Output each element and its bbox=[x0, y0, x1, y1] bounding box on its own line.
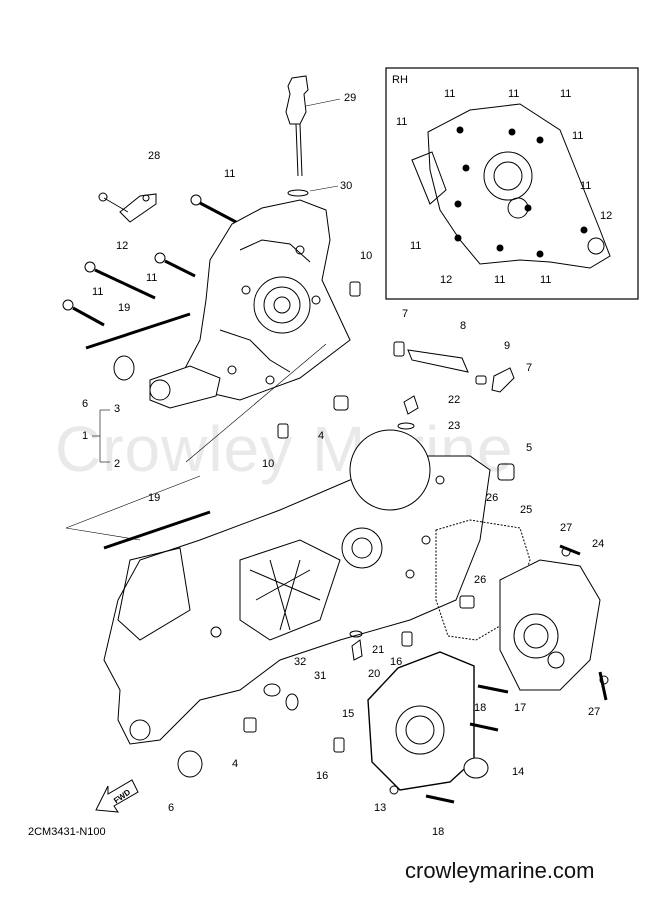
callout-28: 28 bbox=[148, 150, 161, 162]
bracket-part bbox=[98, 192, 157, 223]
callout-31: 31 bbox=[314, 670, 327, 682]
callout-30: 30 bbox=[340, 180, 353, 192]
callout-11: 11 bbox=[494, 274, 506, 286]
callout-4: 4 bbox=[232, 758, 239, 770]
callout-1: 1 bbox=[82, 430, 89, 442]
callout-24: 24 bbox=[592, 538, 605, 550]
cover-part bbox=[349, 630, 509, 804]
callout-7: 7 bbox=[526, 362, 533, 374]
callout-6: 6 bbox=[82, 398, 89, 410]
callout-21: 21 bbox=[372, 644, 385, 656]
callout-11: 11 bbox=[146, 272, 158, 284]
callout-32: 32 bbox=[294, 656, 307, 668]
left-crankcase-upper bbox=[149, 199, 351, 409]
callout-18: 18 bbox=[474, 702, 487, 714]
callout-14: 14 bbox=[512, 766, 525, 778]
callout-13: 13 bbox=[374, 802, 387, 814]
callout-29: 29 bbox=[344, 92, 357, 104]
callout-4: 4 bbox=[318, 430, 325, 442]
callout-5: 5 bbox=[526, 442, 533, 454]
dipstick-part bbox=[285, 75, 341, 197]
diagram-code: 2CM3431-N100 bbox=[28, 826, 106, 838]
callout-12: 12 bbox=[116, 240, 129, 252]
callout-6: 6 bbox=[168, 802, 175, 814]
alignment-lines bbox=[65, 343, 327, 541]
rh-inset-frame bbox=[385, 67, 639, 300]
callout-11: 11 bbox=[396, 116, 408, 128]
small-parts-lower bbox=[103, 463, 515, 778]
callout-11: 11 bbox=[560, 88, 572, 100]
rh-inset-label: RH bbox=[392, 74, 408, 86]
callout-20: 20 bbox=[368, 668, 381, 680]
callout-11: 11 bbox=[580, 180, 592, 192]
callout-26: 26 bbox=[486, 492, 499, 504]
callout-16: 16 bbox=[390, 656, 403, 668]
bolts-upper-left bbox=[62, 194, 237, 350]
rh-crankcase-inset bbox=[411, 103, 611, 269]
main-crankcase bbox=[103, 429, 491, 745]
callout-11: 11 bbox=[224, 168, 236, 180]
callout-7: 7 bbox=[402, 308, 409, 320]
callout-11: 11 bbox=[540, 274, 552, 286]
callout-23: 23 bbox=[448, 420, 461, 432]
callout-26: 26 bbox=[474, 574, 487, 586]
callout-11: 11 bbox=[92, 286, 104, 298]
callout-15: 15 bbox=[342, 708, 355, 720]
callout-11: 11 bbox=[572, 130, 584, 142]
callout-22: 22 bbox=[448, 394, 461, 406]
callout-17: 17 bbox=[514, 702, 527, 714]
callout-25: 25 bbox=[520, 504, 533, 516]
callout-12: 12 bbox=[600, 210, 613, 222]
callout-9: 9 bbox=[504, 340, 511, 352]
fwd-arrow-icon bbox=[95, 779, 139, 813]
callout-27: 27 bbox=[588, 706, 601, 718]
callout-10: 10 bbox=[360, 250, 373, 262]
callout-12: 12 bbox=[440, 274, 453, 286]
callout-11: 11 bbox=[410, 240, 422, 252]
callout-11: 11 bbox=[444, 88, 456, 100]
callout-19: 19 bbox=[118, 302, 131, 314]
breather-hose bbox=[393, 341, 515, 430]
callout-2: 2 bbox=[114, 458, 121, 470]
footer-url: crowleymarine.com bbox=[405, 858, 595, 883]
callout-19: 19 bbox=[148, 492, 161, 504]
callout-11: 11 bbox=[508, 88, 520, 100]
callout-18: 18 bbox=[432, 826, 445, 838]
callout-10: 10 bbox=[262, 458, 275, 470]
callout-3: 3 bbox=[114, 403, 121, 415]
small-parts-upper bbox=[113, 281, 361, 439]
callout-8: 8 bbox=[460, 320, 467, 332]
callout-16: 16 bbox=[316, 770, 329, 782]
callout-27: 27 bbox=[560, 522, 573, 534]
gasket-and-transmission-cover bbox=[435, 519, 609, 701]
